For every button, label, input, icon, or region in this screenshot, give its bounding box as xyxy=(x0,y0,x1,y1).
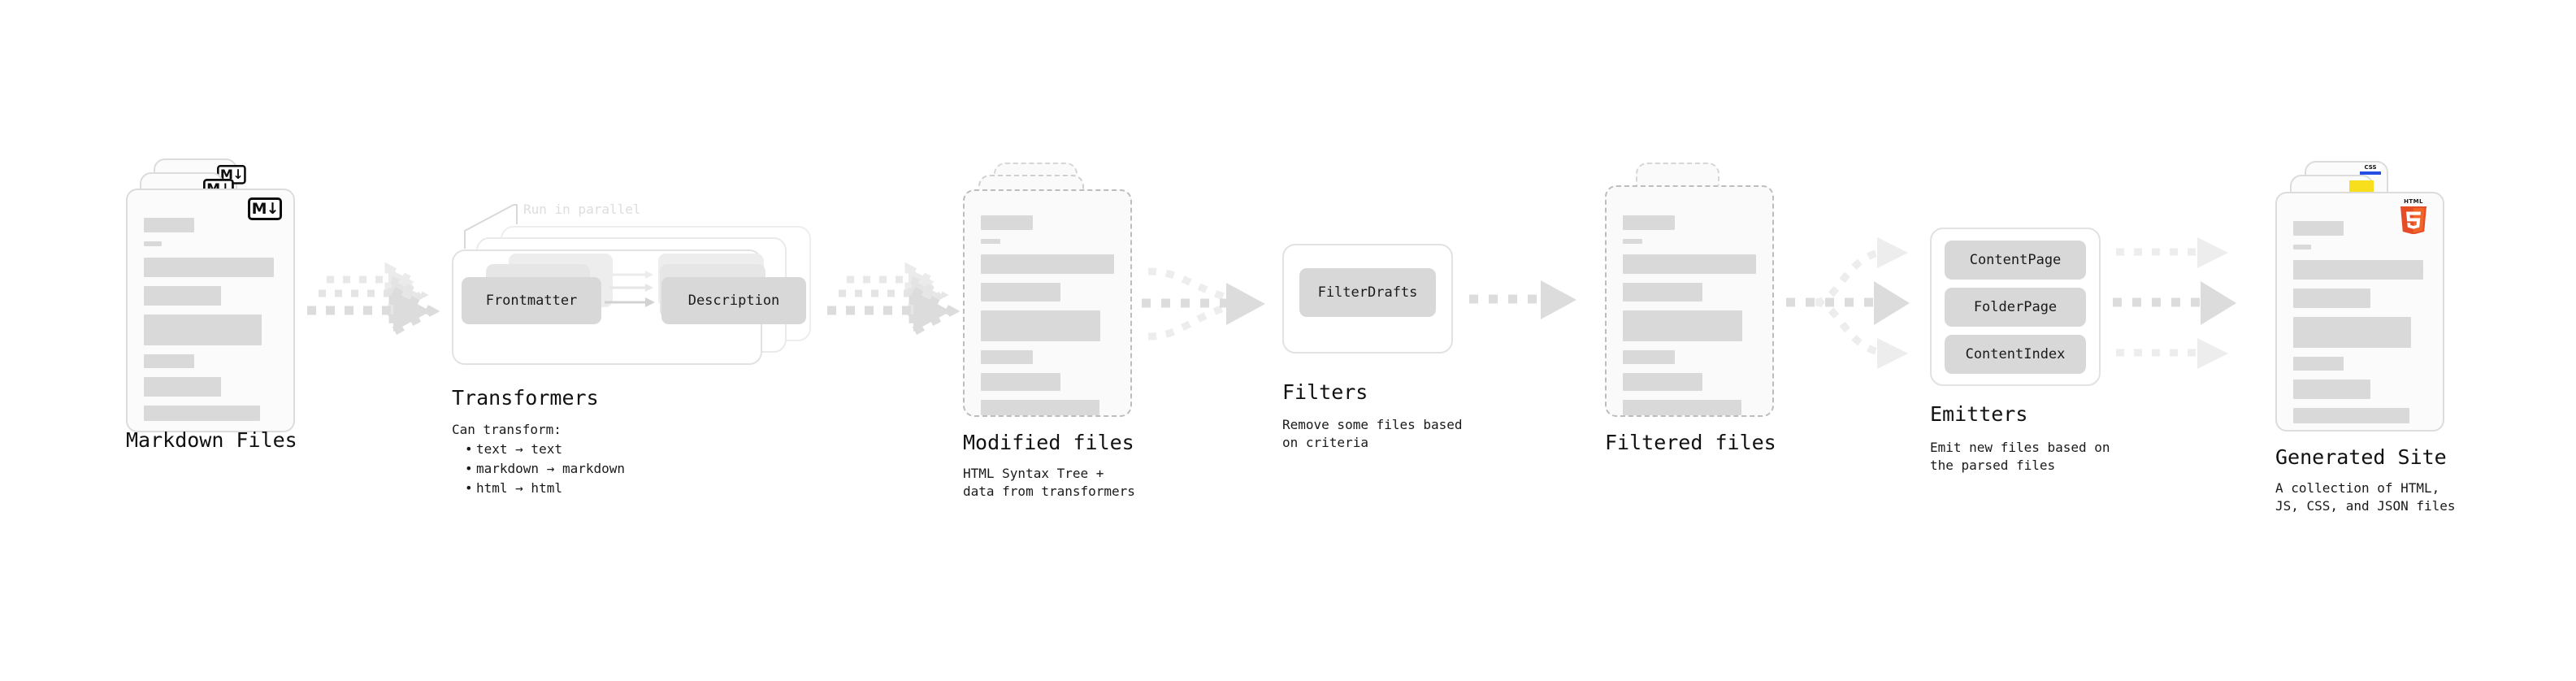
emitter-chip-contentindex[interactable]: ContentIndex xyxy=(1945,335,2086,374)
skeleton-bar xyxy=(144,377,221,397)
skeleton-bar xyxy=(144,314,262,345)
skeleton-bar xyxy=(2293,288,2370,308)
markdown-badge-front: M↓ xyxy=(248,197,282,220)
skeleton-bar xyxy=(981,239,1000,244)
modified-files-title: Modified files xyxy=(963,431,1134,454)
skeleton-bar xyxy=(1623,310,1742,341)
transformers-title: Transformers xyxy=(452,386,599,410)
skeleton-bar xyxy=(2293,260,2423,280)
markdown-file-skeleton xyxy=(144,218,274,430)
filters-title: Filters xyxy=(1282,380,1368,404)
skeleton-bar xyxy=(1623,400,1741,415)
skeleton-bar xyxy=(144,241,162,246)
skeleton-bar xyxy=(1623,373,1702,391)
transformer-chip-frontmatter[interactable]: Frontmatter xyxy=(462,277,601,324)
skeleton-bar xyxy=(144,354,194,368)
css-badge: CSS xyxy=(2360,165,2381,176)
skeleton-bar xyxy=(2293,221,2344,236)
generated-site-subtitle: A collection of HTML, JS, CSS, and JSON … xyxy=(2275,480,2456,514)
skeleton-bar xyxy=(2293,408,2409,423)
html5-badge: HTML xyxy=(2400,198,2426,234)
skeleton-bar xyxy=(981,310,1100,341)
skeleton-bar xyxy=(1623,215,1675,230)
skeleton-bar xyxy=(981,400,1099,415)
arrow-modified-to-filters xyxy=(1142,267,1265,340)
skeleton-bar xyxy=(981,350,1033,364)
skeleton-bar xyxy=(144,258,274,277)
skeleton-bar xyxy=(1623,239,1642,244)
emitter-chip-contentpage[interactable]: ContentPage xyxy=(1945,241,2086,280)
transformers-subtitle: Can transform: xyxy=(452,422,562,437)
arrow-filtered-to-emitters xyxy=(1786,237,1910,369)
transformers-list: text → text markdown → markdown html → h… xyxy=(463,440,625,498)
transformers-list-item: markdown → markdown xyxy=(463,459,625,479)
skeleton-bar xyxy=(144,286,221,306)
markdown-files-title: Markdown Files xyxy=(126,428,297,452)
arrow-filters-to-filtered xyxy=(1469,280,1576,319)
filters-subtitle: Remove some files based on criteria xyxy=(1282,417,1463,450)
emitter-chip-folderpage[interactable]: FolderPage xyxy=(1945,288,2086,327)
emitters-title: Emitters xyxy=(1930,402,2028,426)
generated-site-title: Generated Site xyxy=(2275,445,2447,469)
skeleton-bar xyxy=(2293,357,2344,371)
modified-files-subtitle: HTML Syntax Tree + data from transformer… xyxy=(963,466,1135,499)
emitters-subtitle: Emit new files based on the parsed files xyxy=(1930,440,2110,473)
skeleton-bar xyxy=(2293,380,2370,399)
svg-text:HTML: HTML xyxy=(2404,198,2423,205)
modified-file-skeleton xyxy=(981,215,1114,424)
filter-chip-filterdrafts[interactable]: FilterDrafts xyxy=(1299,268,1436,317)
skeleton-bar xyxy=(981,283,1060,301)
skeleton-bar xyxy=(981,215,1033,230)
skeleton-bar xyxy=(1623,283,1702,301)
transformers-list-item: text → text xyxy=(463,440,625,459)
skeleton-bar xyxy=(981,373,1060,391)
skeleton-bar xyxy=(981,254,1114,274)
skeleton-bar xyxy=(2293,245,2311,249)
transformer-chip-description[interactable]: Description xyxy=(661,277,806,324)
arrow-emitters-to-generated xyxy=(2113,237,2236,369)
css-badge-label: CSS xyxy=(2364,164,2377,171)
arrow-markdown-to-transformers xyxy=(307,262,440,340)
skeleton-bar xyxy=(2293,317,2411,348)
css-badge-underline xyxy=(2360,171,2381,175)
arrow-transformers-to-modified xyxy=(827,262,961,340)
skeleton-bar xyxy=(1623,254,1756,274)
skeleton-bar xyxy=(144,406,260,421)
run-in-parallel-label: Run in parallel xyxy=(523,202,641,217)
filtered-file-skeleton xyxy=(1623,215,1756,424)
generated-file-skeleton xyxy=(2293,221,2423,432)
skeleton-bar xyxy=(1623,350,1675,364)
filtered-files-title: Filtered files xyxy=(1605,431,1776,454)
transformers-list-item: html → html xyxy=(463,479,625,498)
skeleton-bar xyxy=(144,218,194,232)
